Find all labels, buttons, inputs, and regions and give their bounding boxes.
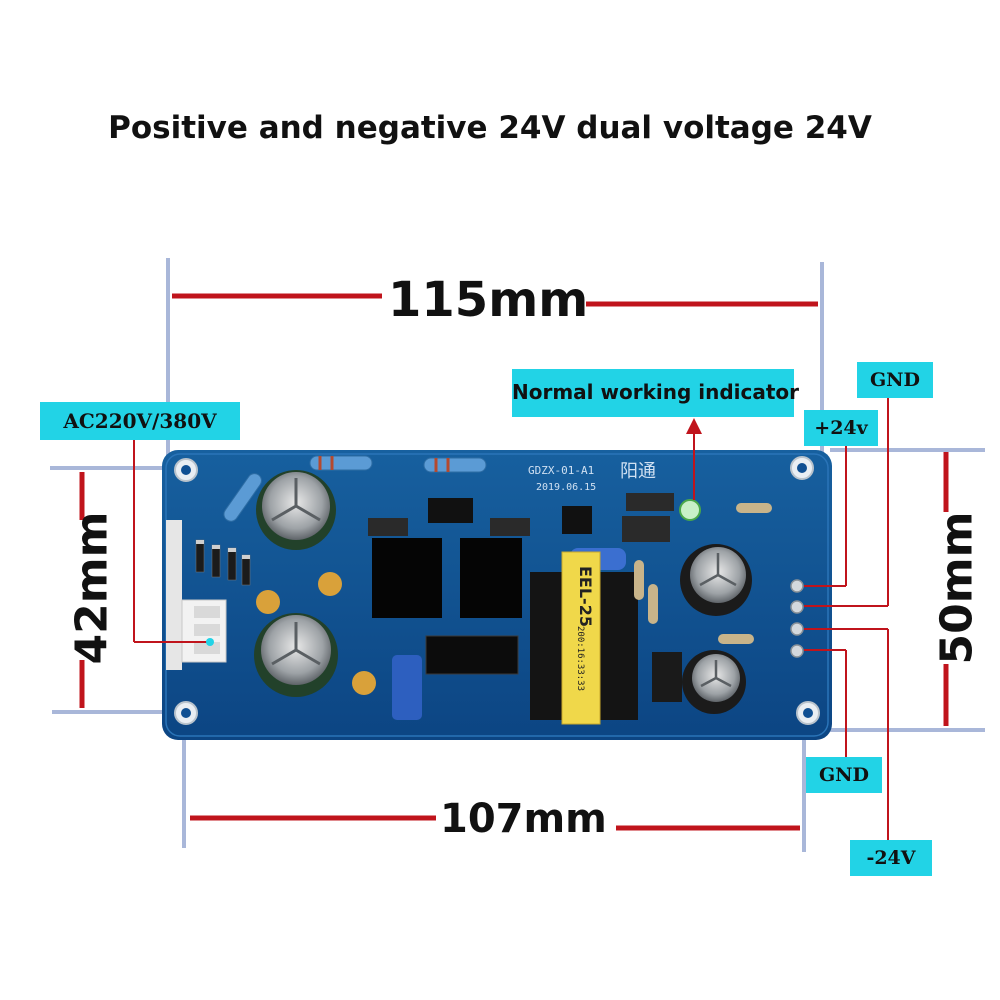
label-normal-working-indicator: Normal working indicator — [512, 369, 799, 417]
board-model-text: GDZX-01-A1 — [528, 464, 594, 477]
board-date-text: 2019.06.15 — [536, 482, 596, 493]
transformer-text: EEL-25 — [576, 566, 595, 627]
guide-lines — [50, 258, 985, 852]
dimension-bottom-width: 107mm — [440, 796, 607, 842]
board-brand-text: 阳通 — [620, 461, 656, 482]
annotation-lines — [133, 398, 889, 840]
dimension-arrows — [79, 293, 949, 831]
dimension-top-width: 115mm — [388, 272, 589, 328]
label-gnd-bottom: GND — [806, 757, 882, 793]
transformer-serial: 200:16:33:33 — [575, 626, 585, 691]
dimension-left-height: 42mm — [66, 511, 118, 665]
label-minus-24v: -24V — [850, 840, 932, 876]
ac-connector-marker — [206, 638, 214, 646]
label-plus-24v: +24v — [804, 410, 878, 446]
dimension-right-height: 50mm — [931, 511, 983, 665]
pcb-board: GDZX-01-A1 2019.06.15 阳通 — [162, 450, 832, 740]
indicator-arrowhead — [686, 418, 702, 434]
label-gnd-top: GND — [857, 362, 933, 398]
label-ac-input: AC220V/380V — [40, 402, 240, 440]
page-title: Positive and negative 24V dual voltage 2… — [108, 110, 872, 146]
